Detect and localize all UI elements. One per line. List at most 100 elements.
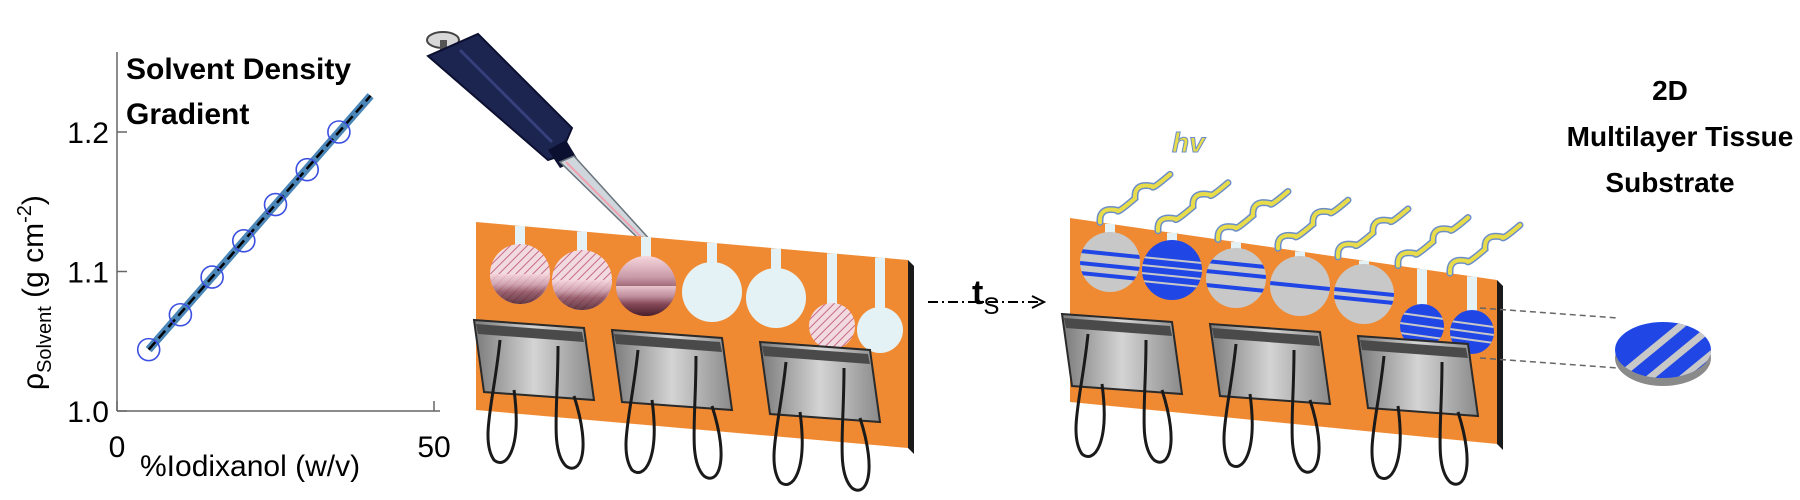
y-label-unit: (g cm xyxy=(17,223,50,306)
chart-title-line1: Solvent Density xyxy=(126,53,351,86)
step-label-sub: S xyxy=(983,293,999,320)
binder-clip-icon xyxy=(758,340,882,492)
well-channel xyxy=(875,257,885,330)
gel-stripe xyxy=(1142,256,1202,264)
gel-stripe xyxy=(1400,332,1444,340)
gel-stripe xyxy=(1334,287,1394,297)
y-label-close: ) xyxy=(17,195,50,205)
data-point xyxy=(295,157,320,182)
gel-stripe xyxy=(1080,271,1140,281)
fit-line-path xyxy=(147,94,372,351)
well-empty-small xyxy=(857,307,903,353)
y-tick-label: 1.2 xyxy=(67,117,109,150)
clip-edge xyxy=(762,346,870,364)
product-title: 2D Multilayer Tissue Substrate xyxy=(1567,75,1794,198)
gel-stripe xyxy=(1400,322,1444,330)
gel-stripe xyxy=(1450,328,1494,336)
pipette-icon xyxy=(426,31,654,247)
left-wells xyxy=(490,225,903,353)
data-point xyxy=(327,120,351,144)
gel-stripe xyxy=(1142,280,1202,288)
binder-clip-icons xyxy=(472,312,1480,492)
step-label: tS xyxy=(972,274,999,320)
light-label: hv xyxy=(1172,127,1206,158)
clip-edge xyxy=(1064,318,1172,336)
well-hatched-small xyxy=(809,303,855,349)
clip-handle-right xyxy=(1438,361,1469,486)
well-channel xyxy=(1417,269,1427,326)
well-sediment xyxy=(552,280,612,310)
clip-handle-left xyxy=(1074,333,1106,458)
gel-stripes xyxy=(1270,281,1330,291)
data-point xyxy=(200,265,224,289)
x-tick-label: 50 xyxy=(417,431,450,464)
step-arrow: tS xyxy=(928,274,1047,320)
light-wave-icons xyxy=(1096,170,1524,277)
light-wave xyxy=(1097,172,1172,225)
gel-stripe xyxy=(1206,259,1266,269)
light-wave xyxy=(1275,198,1350,251)
x-axis-ticks: 0 50 xyxy=(109,401,451,464)
binder-clip-icon xyxy=(610,328,734,480)
gel-stripe xyxy=(1206,283,1266,293)
y-axis-ticks: 1.0 1.1 1.2 xyxy=(67,117,127,429)
clip-handle-left xyxy=(772,361,804,486)
gel-stripes xyxy=(1142,256,1202,288)
clip-handle-right xyxy=(1290,349,1321,474)
data-points xyxy=(136,120,351,362)
gel-stripe xyxy=(1206,269,1266,279)
y-label-sub: Solvent xyxy=(34,306,56,373)
clip-edge xyxy=(1360,340,1468,358)
gel-stripes xyxy=(1080,249,1140,281)
well-sediment xyxy=(490,274,550,304)
clip-handle-right xyxy=(554,345,585,470)
binder-clip-icon xyxy=(472,318,596,470)
well-channel xyxy=(827,253,837,326)
well-empty-1 xyxy=(682,262,742,322)
x-axis-label: %Iodixanol (w/v) xyxy=(140,450,360,483)
well-empty-2 xyxy=(746,268,806,328)
y-label-rho: ρ xyxy=(17,373,50,390)
data-point xyxy=(136,337,161,362)
step-label-main: t xyxy=(972,274,983,312)
clip-handle-right xyxy=(1142,339,1173,464)
x-tick-label: 0 xyxy=(109,431,126,464)
clip-edge xyxy=(614,334,722,352)
gel-stripe xyxy=(1142,272,1202,280)
chart-title-line2: Gradient xyxy=(126,98,249,131)
clip-edge xyxy=(476,324,584,342)
gel-stripes xyxy=(1334,287,1394,305)
gel-stripes xyxy=(1400,312,1444,340)
product-title-line3: Substrate xyxy=(1605,167,1734,198)
light-wave xyxy=(1395,215,1470,268)
binder-clip-icon xyxy=(1356,334,1480,486)
clip-handle-left xyxy=(624,349,656,474)
clip-handle-right xyxy=(840,367,871,492)
gel-stripe xyxy=(1080,261,1140,271)
y-label-exp: -2 xyxy=(14,205,36,223)
light-wave xyxy=(1335,206,1410,259)
gel-stripe xyxy=(1450,336,1494,344)
clip-handle-left xyxy=(1370,355,1402,480)
gel-stripes xyxy=(1450,320,1494,344)
clip-edge xyxy=(1212,328,1320,346)
y-tick-label: 1.1 xyxy=(67,257,109,290)
y-axis-label: ρSolvent (g cm-2) xyxy=(14,195,56,390)
clip-handle-left xyxy=(486,339,518,464)
zoom-callout xyxy=(1479,307,1619,369)
density-chart: Solvent Density Gradient 1.0 1.1 1.2 0 50 %… xyxy=(14,52,451,483)
gel-stripe xyxy=(1334,295,1394,305)
product-title-line2: Multilayer Tissue xyxy=(1567,121,1794,152)
gel-stripe xyxy=(1450,320,1494,328)
data-point xyxy=(263,192,288,217)
right-wells xyxy=(1080,223,1494,354)
tissue-disc-icon xyxy=(1615,322,1711,386)
gel-stripe xyxy=(1400,312,1444,320)
data-point xyxy=(168,302,193,327)
binder-clip-icon xyxy=(1060,312,1184,464)
data-point xyxy=(232,229,256,253)
light-wave xyxy=(1447,223,1522,276)
y-tick-label: 1.0 xyxy=(67,396,109,429)
gel-stripe xyxy=(1142,264,1202,272)
